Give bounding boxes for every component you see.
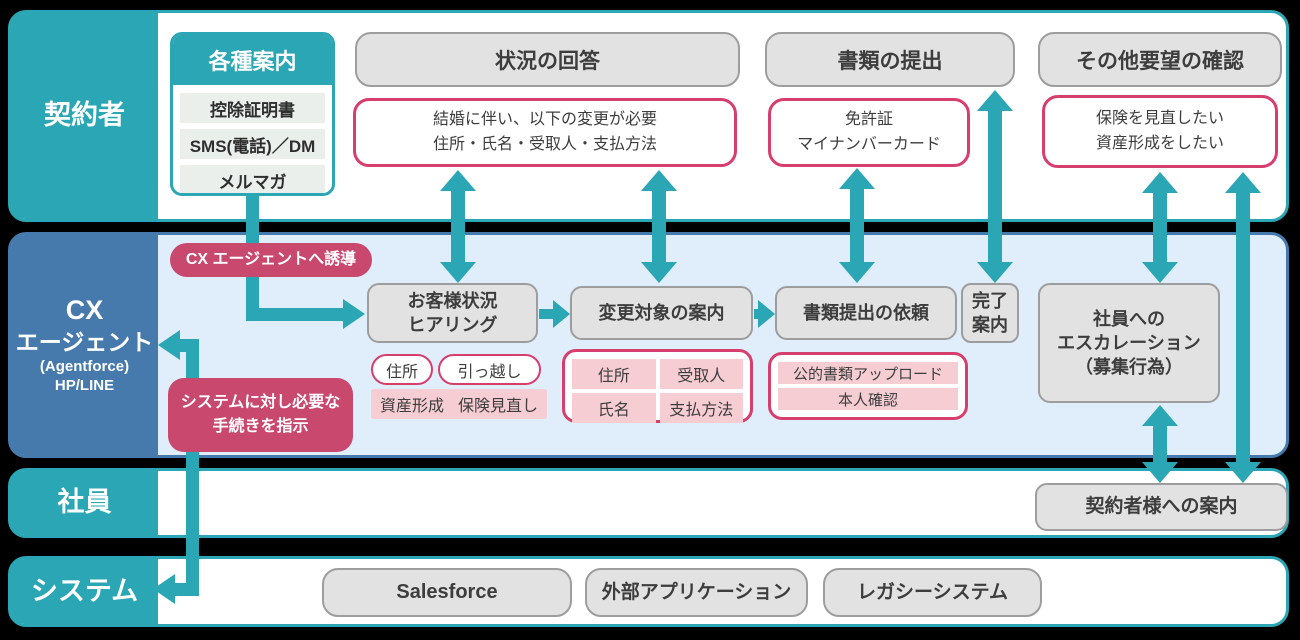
box-change-guidance: 変更対象の案内 [570, 286, 753, 340]
rows-doc-request: 公的書類アップロード 本人確認 [768, 352, 968, 420]
arrow-instruct-bottom-horizontal [175, 583, 199, 596]
box-doc-request: 書類提出の依頼 [775, 286, 957, 340]
note-line: 免許証 [844, 110, 893, 128]
note-status-response: 結婚に伴い、以下の変更が必要 住所・氏名・受取人・支払方法 [353, 98, 737, 167]
arrow-docs-complete [977, 90, 1013, 283]
box-customer-hearing: お客様状況 ヒアリング [367, 283, 538, 343]
row-item: 公的書類アップロード [778, 362, 958, 384]
label-line: 手続きを指示 [212, 418, 309, 435]
arrow-other-escalation [1142, 172, 1178, 283]
guide-box: 各種案内 控除証明書 SMS(電話)／DM メルマガ [170, 32, 335, 196]
arrow-status-hearing [440, 170, 476, 283]
box-salesforce: Salesforce [322, 568, 572, 617]
header-other-requests: その他要望の確認 [1038, 32, 1282, 87]
arrow-guide-to-hearing-head [343, 299, 365, 329]
box-external-application: 外部アプリケーション [585, 568, 808, 617]
arrow-instruct-vertical [186, 339, 199, 589]
guide-box-title: 各種案内 [173, 35, 332, 85]
arrow-docs-request [839, 168, 875, 283]
strip-hearing-topics: 資産形成 保険見直し [371, 389, 547, 419]
label-line: システムに対し必要な [180, 394, 341, 411]
chip-moving: 引っ越し [438, 354, 541, 385]
box-title-line: お客様状況 [407, 290, 498, 311]
lane-label-text: 社員 [57, 487, 112, 518]
note-other-requests: 保険を見直したい 資産形成をしたい [1042, 95, 1278, 168]
lane-label-sub: HP/LINE [54, 377, 115, 395]
note-line: 住所・氏名・受取人・支払方法 [432, 135, 657, 153]
box-completion-notice: 完了 案内 [961, 283, 1019, 343]
box-title-line: ヒアリング [407, 315, 498, 335]
grid-cell: 住所 [572, 359, 656, 389]
note-line: 保険を見直したい [1095, 109, 1224, 127]
lane-label-contractor: 契約者 [11, 13, 158, 219]
lane-label-cx-agent: CX エージェント (Agentforce) HP/LINE [11, 235, 158, 455]
box-title-line: （募集行為） [1075, 357, 1183, 378]
arrow-instruct-cx-head [158, 330, 180, 360]
lane-label-text: CX [65, 295, 104, 326]
label-redirect-to-cx-agent: CX エージェントへ誘導 [170, 243, 372, 277]
box-title-line: 社員への [1093, 308, 1165, 329]
lane-label-text: 契約者 [44, 100, 125, 131]
grid-cell: 受取人 [659, 359, 743, 389]
topic: 保険見直し [458, 398, 539, 415]
note-doc-submission: 免許証 マイナンバーカード [768, 98, 970, 167]
lane-label-text: システム [30, 575, 139, 606]
arrow-change-to-request [754, 300, 775, 328]
arrow-hearing-to-change [539, 300, 570, 328]
lane-label-system: システム [11, 559, 158, 624]
guide-box-items: 控除証明書 SMS(電話)／DM メルマガ [173, 85, 332, 193]
guide-item: 控除証明書 [180, 93, 325, 123]
topic: 資産形成 [379, 398, 444, 415]
note-line: マイナンバーカード [797, 135, 941, 153]
box-escalation-to-staff: 社員への エスカレーション （募集行為） [1038, 283, 1220, 403]
chip-address: 住所 [371, 354, 433, 385]
label-instruct-system: システムに対し必要な 手続きを指示 [168, 378, 353, 452]
box-title-line: 完了 [972, 290, 1008, 311]
box-title-line: エスカレーション [1057, 332, 1201, 353]
header-doc-submission: 書類の提出 [765, 32, 1015, 87]
arrow-instruct-system-head [153, 574, 175, 604]
box-legacy-system: レガシーシステム [823, 568, 1042, 617]
box-title-line: 案内 [972, 315, 1008, 335]
lane-label-text: エージェント [15, 329, 154, 355]
lane-label-sub: (Agentforce) [39, 357, 130, 375]
guide-item: メルマガ [180, 165, 325, 193]
note-line: 結婚に伴い、以下の変更が必要 [432, 110, 657, 128]
guide-item: SMS(電話)／DM [180, 129, 325, 159]
header-status-response: 状況の回答 [355, 32, 740, 87]
arrow-other-staffguide [1225, 172, 1261, 483]
grid-cell: 支払方法 [659, 393, 743, 423]
arrow-escalation-staffguide [1142, 405, 1178, 483]
grid-cell: 氏名 [572, 393, 656, 423]
arrow-status-change [641, 170, 677, 283]
row-item: 本人確認 [778, 388, 958, 410]
box-contractor-guidance: 契約者様への案内 [1035, 483, 1288, 531]
lane-label-staff: 社員 [11, 471, 158, 535]
note-line: 資産形成をしたい [1095, 134, 1224, 152]
grid-change-items: 住所 受取人 氏名 支払方法 [562, 349, 753, 423]
arrow-guide-to-hearing-horizontal [246, 308, 343, 321]
